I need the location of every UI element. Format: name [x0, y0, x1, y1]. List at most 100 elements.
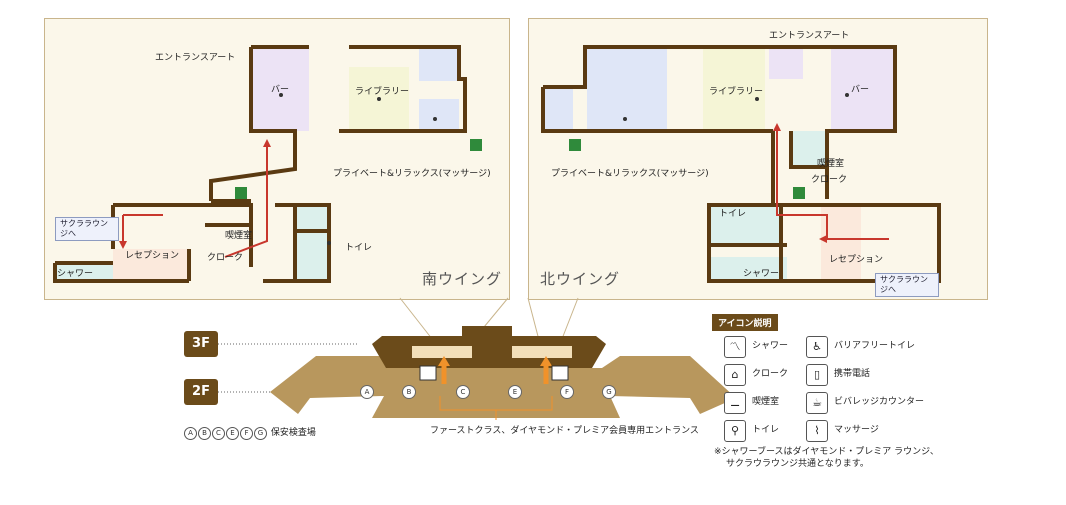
north-emergency-exit-mid [793, 187, 805, 199]
south-emergency-exit-mid [235, 187, 247, 199]
north-callout [527, 297, 579, 345]
gate-g: G [602, 385, 616, 399]
south-library-marker [377, 97, 381, 101]
gate-a: A [360, 385, 374, 399]
gate-c: C [456, 385, 470, 399]
beverage-counter-icon: ☕ [806, 392, 828, 414]
south-route-arrow-up [263, 139, 271, 147]
entrance-bracket [439, 396, 553, 420]
legend-beverage-label: ビバレッジカウンター [834, 397, 925, 407]
south-sakura-lounge-link[interactable]: サクララウンジへ [55, 217, 119, 241]
south-callout [399, 297, 509, 345]
north-private-room-main [587, 49, 667, 131]
north-walls [541, 45, 941, 283]
south-bar-room [253, 49, 309, 131]
north-smoking-area [791, 131, 827, 167]
south-reception-area [113, 249, 189, 281]
legend-massage-label: マッサージ [834, 425, 879, 435]
north-toilet-label: トイレ [719, 209, 747, 219]
security-gate-e: E [226, 427, 239, 440]
smoking-icon: ⚊ [724, 392, 746, 414]
south-entrance-arrowhead [438, 356, 450, 366]
shower-note-line1: ※シャワーブースはダイヤモンド・プレミア ラウンジ、 [714, 447, 939, 457]
floor-2f-badge: 2F [184, 379, 218, 405]
legend-shower-label: シャワー [752, 341, 789, 351]
south-library-label: ライブラリー [355, 87, 410, 97]
south-walls [53, 45, 467, 283]
north-entrance-art-label: エントランスアート [769, 31, 850, 41]
security-gate-a: A [184, 427, 197, 440]
north-smoking-label: 喫煙室 [817, 159, 845, 169]
north-wing-floorplan [541, 45, 941, 283]
entrance-note: ファーストクラス、ダイヤモンド・プレミア会員専用エントランス [430, 426, 699, 436]
north-bar-marker [845, 93, 849, 97]
north-route-arrow-left [819, 235, 827, 243]
south-wing-map: エントランスアート バー ライブラリー プライベート&リラックス(マッサージ) … [44, 18, 510, 300]
north-toilet-area [711, 205, 781, 245]
toilet-icon: ⚲ [724, 420, 746, 442]
south-reception-label: レセプション [125, 251, 180, 261]
north-route-line [776, 131, 889, 240]
gate-b: B [402, 385, 416, 399]
legend-cloak-label: クローク [752, 369, 789, 379]
legend-title: アイコン説明 [712, 314, 778, 331]
south-cloak-label: クローク [207, 253, 244, 263]
north-bar-label: バー [851, 85, 870, 95]
south-private-room-bottom [419, 99, 459, 131]
north-entrance-arrowhead [540, 356, 552, 366]
north-library-marker [755, 97, 759, 101]
shower-icon: 〽 [724, 336, 746, 358]
north-lounge-highlight [512, 346, 572, 358]
shower-note-line2: サクラウラウンジ共通となります。 [726, 459, 869, 469]
north-private-marker [623, 117, 627, 121]
gate-e: E [508, 385, 522, 399]
south-bar-label: バー [271, 85, 290, 95]
south-escalator-icon [419, 365, 437, 381]
north-cloak-label: クローク [811, 175, 848, 185]
north-entrance-art-room [769, 49, 803, 79]
north-library-label: ライブラリー [709, 87, 764, 97]
legend-toilet-label: トイレ [752, 425, 780, 435]
security-gate-b: B [198, 427, 211, 440]
south-route-arrow-down [119, 241, 127, 249]
south-private-relax-label: プライベート&リラックス(マッサージ) [333, 169, 491, 179]
security-label: 保安検査場 [270, 428, 316, 438]
cloak-icon: ⌂ [724, 364, 746, 386]
security-gate-c: C [212, 427, 225, 440]
south-wing-title: 南ウイング [422, 270, 503, 288]
south-route-line [122, 147, 268, 258]
massage-icon: ⌇ [806, 420, 828, 442]
terminal-2f [270, 356, 736, 418]
north-private-relax-label: プライベート&リラックス(マッサージ) [551, 169, 709, 179]
south-private-marker [433, 117, 437, 121]
mobile-phone-icon: ▯ [806, 364, 828, 386]
north-sakura-lounge-link[interactable]: サクララウンジへ [875, 273, 939, 297]
south-emergency-exit-top [470, 139, 482, 151]
south-toilet-area [295, 205, 329, 281]
security-gate-f: F [240, 427, 253, 440]
north-reception-label: レセプション [829, 255, 884, 265]
south-toilet-label: トイレ [345, 243, 373, 253]
north-shower-area [711, 257, 787, 281]
south-shower-area [55, 263, 113, 281]
terminal-3f [372, 326, 606, 368]
north-route-arrow-up [773, 123, 781, 131]
north-bar-room [831, 49, 893, 131]
north-shower-label: シャワー [743, 269, 780, 279]
south-entrance-art-label: エントランスアート [155, 53, 236, 63]
south-smoking-label: 喫煙室 [225, 231, 253, 241]
legend-barrier-free-label: バリアフリートイレ [834, 341, 916, 351]
gate-f: F [560, 385, 574, 399]
north-wing-map: エントランスアート ライブラリー バー プライベート&リラックス(マッサージ) … [528, 18, 988, 300]
south-wing-floorplan [53, 45, 482, 283]
north-escalator-icon [551, 365, 569, 381]
north-emergency-exit-left [569, 139, 581, 151]
south-shower-label: シャワー [57, 269, 94, 279]
south-toilet-marker [327, 241, 331, 245]
north-private-room-left [543, 89, 573, 129]
barrier-free-toilet-icon: ♿ [806, 336, 828, 358]
north-library-room [703, 49, 765, 131]
north-wing-title: 北ウイング [540, 270, 621, 288]
floor-3f-badge: 3F [184, 331, 218, 357]
security-gate-g: G [254, 427, 267, 440]
